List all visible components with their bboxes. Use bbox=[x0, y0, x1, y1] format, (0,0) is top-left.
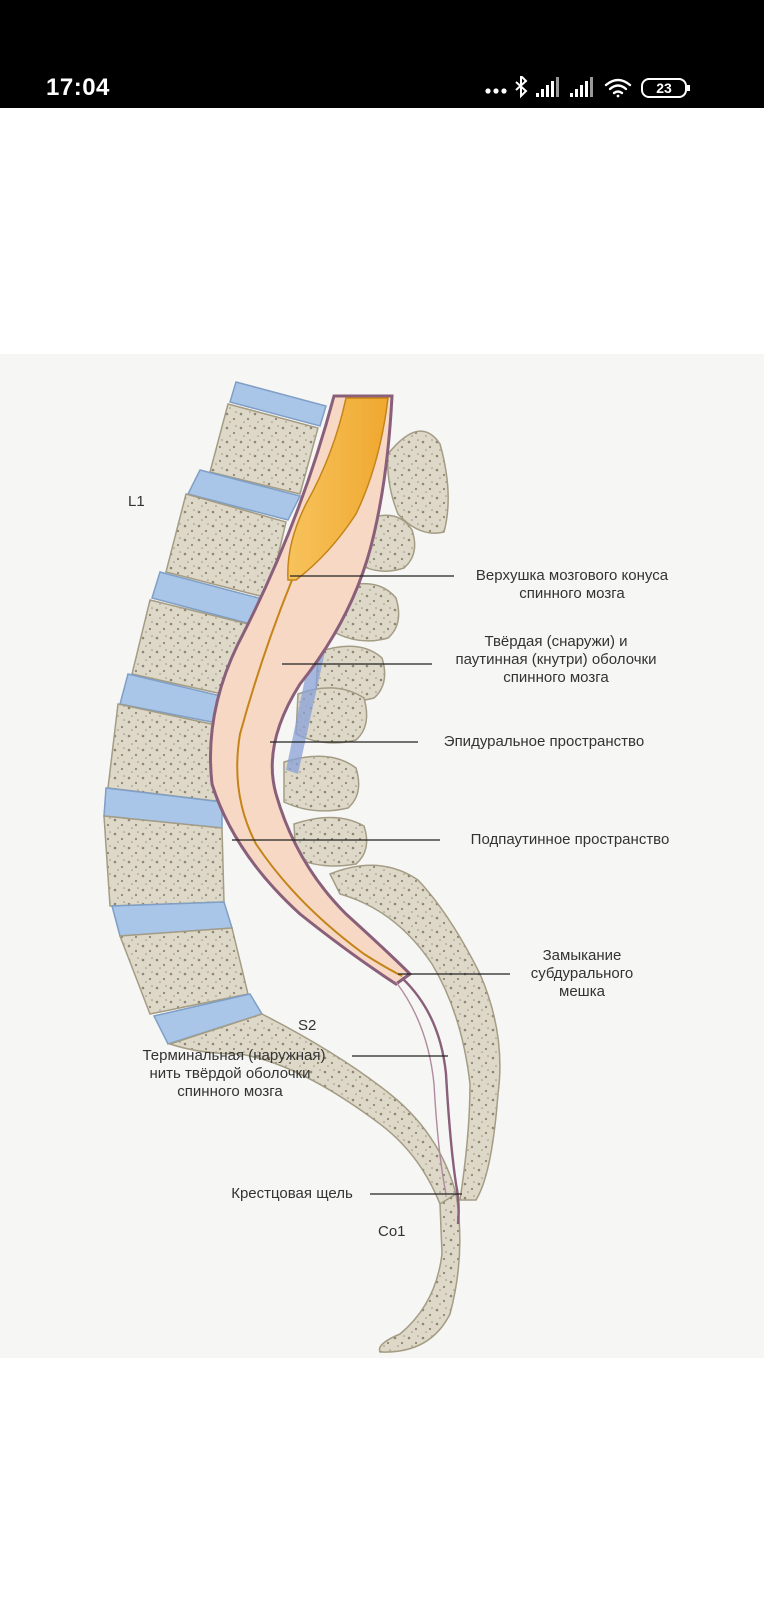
leader-lines bbox=[232, 575, 510, 1195]
label-sac-closure-line-3: мешка bbox=[559, 983, 606, 1000]
callout-subarachnoid: Подпаутинное пространство bbox=[471, 831, 670, 848]
callout-dura-arachnoid: Твёрдая (снаружи) и паутинная (кнутри) о… bbox=[456, 633, 657, 686]
callout-sac-closure: Замыкание субдурального мешка bbox=[531, 947, 634, 1000]
vertebral-column bbox=[103, 381, 461, 1353]
signal-icon bbox=[570, 77, 593, 97]
filum-terminale-internum bbox=[236, 579, 403, 977]
signal-icon bbox=[536, 77, 559, 97]
label-filum-terminale-line-1: Терминальная (наружная) bbox=[142, 1047, 325, 1064]
level-label-l1: L1 bbox=[128, 493, 145, 510]
callout-conus-apex: Верхушка мозгового конуса спинного мозга bbox=[476, 567, 669, 602]
coccyx bbox=[378, 1192, 461, 1353]
dural-sac bbox=[209, 394, 413, 986]
lumbosacral-spine-diagram: L1 S2 Co1 Верхушка мозгового конуса спин… bbox=[0, 354, 764, 1358]
label-dura-arachnoid-line-2: паутинная (кнутри) оболочки bbox=[456, 651, 657, 668]
callout-sacral-hiatus: Крестцовая щель bbox=[231, 1185, 353, 1202]
wifi-icon bbox=[604, 78, 632, 98]
status-bar: 17:04 bbox=[0, 0, 764, 108]
label-epidural: Эпидуральное пространство bbox=[444, 733, 644, 750]
status-icons: 23 bbox=[484, 76, 720, 100]
label-sac-closure-line-1: Замыкание bbox=[543, 947, 622, 964]
spinous-process bbox=[293, 816, 368, 867]
status-time: 17:04 bbox=[46, 74, 110, 101]
level-label-co1: Co1 bbox=[378, 1223, 406, 1240]
intervertebral-disc bbox=[186, 469, 302, 521]
spinous-process bbox=[283, 755, 360, 812]
battery-level: 23 bbox=[656, 80, 672, 96]
level-label-s2: S2 bbox=[298, 1017, 316, 1034]
sacral-crest bbox=[328, 864, 501, 1201]
label-conus-apex-line-1: Верхушка мозгового конуса bbox=[476, 567, 669, 584]
filum-terminale-externum-inner bbox=[395, 981, 447, 1195]
vertebral-body bbox=[103, 815, 225, 907]
vertebral-body bbox=[209, 403, 319, 495]
label-filum-terminale-line-2: нить твёрдой оболочки bbox=[150, 1065, 311, 1082]
spinal-cord bbox=[287, 397, 389, 581]
spinous-process bbox=[386, 430, 449, 534]
label-filum-terminale-line-3: спинного мозга bbox=[177, 1083, 283, 1100]
label-conus-apex-line-2: спинного мозга bbox=[519, 585, 625, 602]
label-dura-arachnoid-line-1: Твёрдая (снаружи) и bbox=[484, 633, 627, 650]
battery-icon: 23 bbox=[641, 78, 690, 98]
callout-epidural: Эпидуральное пространство bbox=[444, 733, 644, 750]
sacrum bbox=[167, 1013, 457, 1206]
bluetooth-icon bbox=[515, 76, 528, 99]
label-subarachnoid: Подпаутинное пространство bbox=[471, 831, 670, 848]
more-dots-icon bbox=[485, 88, 507, 94]
spinal-canal bbox=[209, 394, 460, 1225]
label-dura-arachnoid-line-3: спинного мозга bbox=[503, 669, 609, 686]
label-sac-closure-line-2: субдурального bbox=[531, 965, 634, 982]
label-sacral-hiatus: Крестцовая щель bbox=[231, 1185, 353, 1202]
filum-terminale-externum bbox=[401, 977, 460, 1225]
callout-filum-terminale: Терминальная (наружная) нить твёрдой обо… bbox=[142, 1047, 325, 1100]
intervertebral-disc bbox=[229, 381, 327, 427]
